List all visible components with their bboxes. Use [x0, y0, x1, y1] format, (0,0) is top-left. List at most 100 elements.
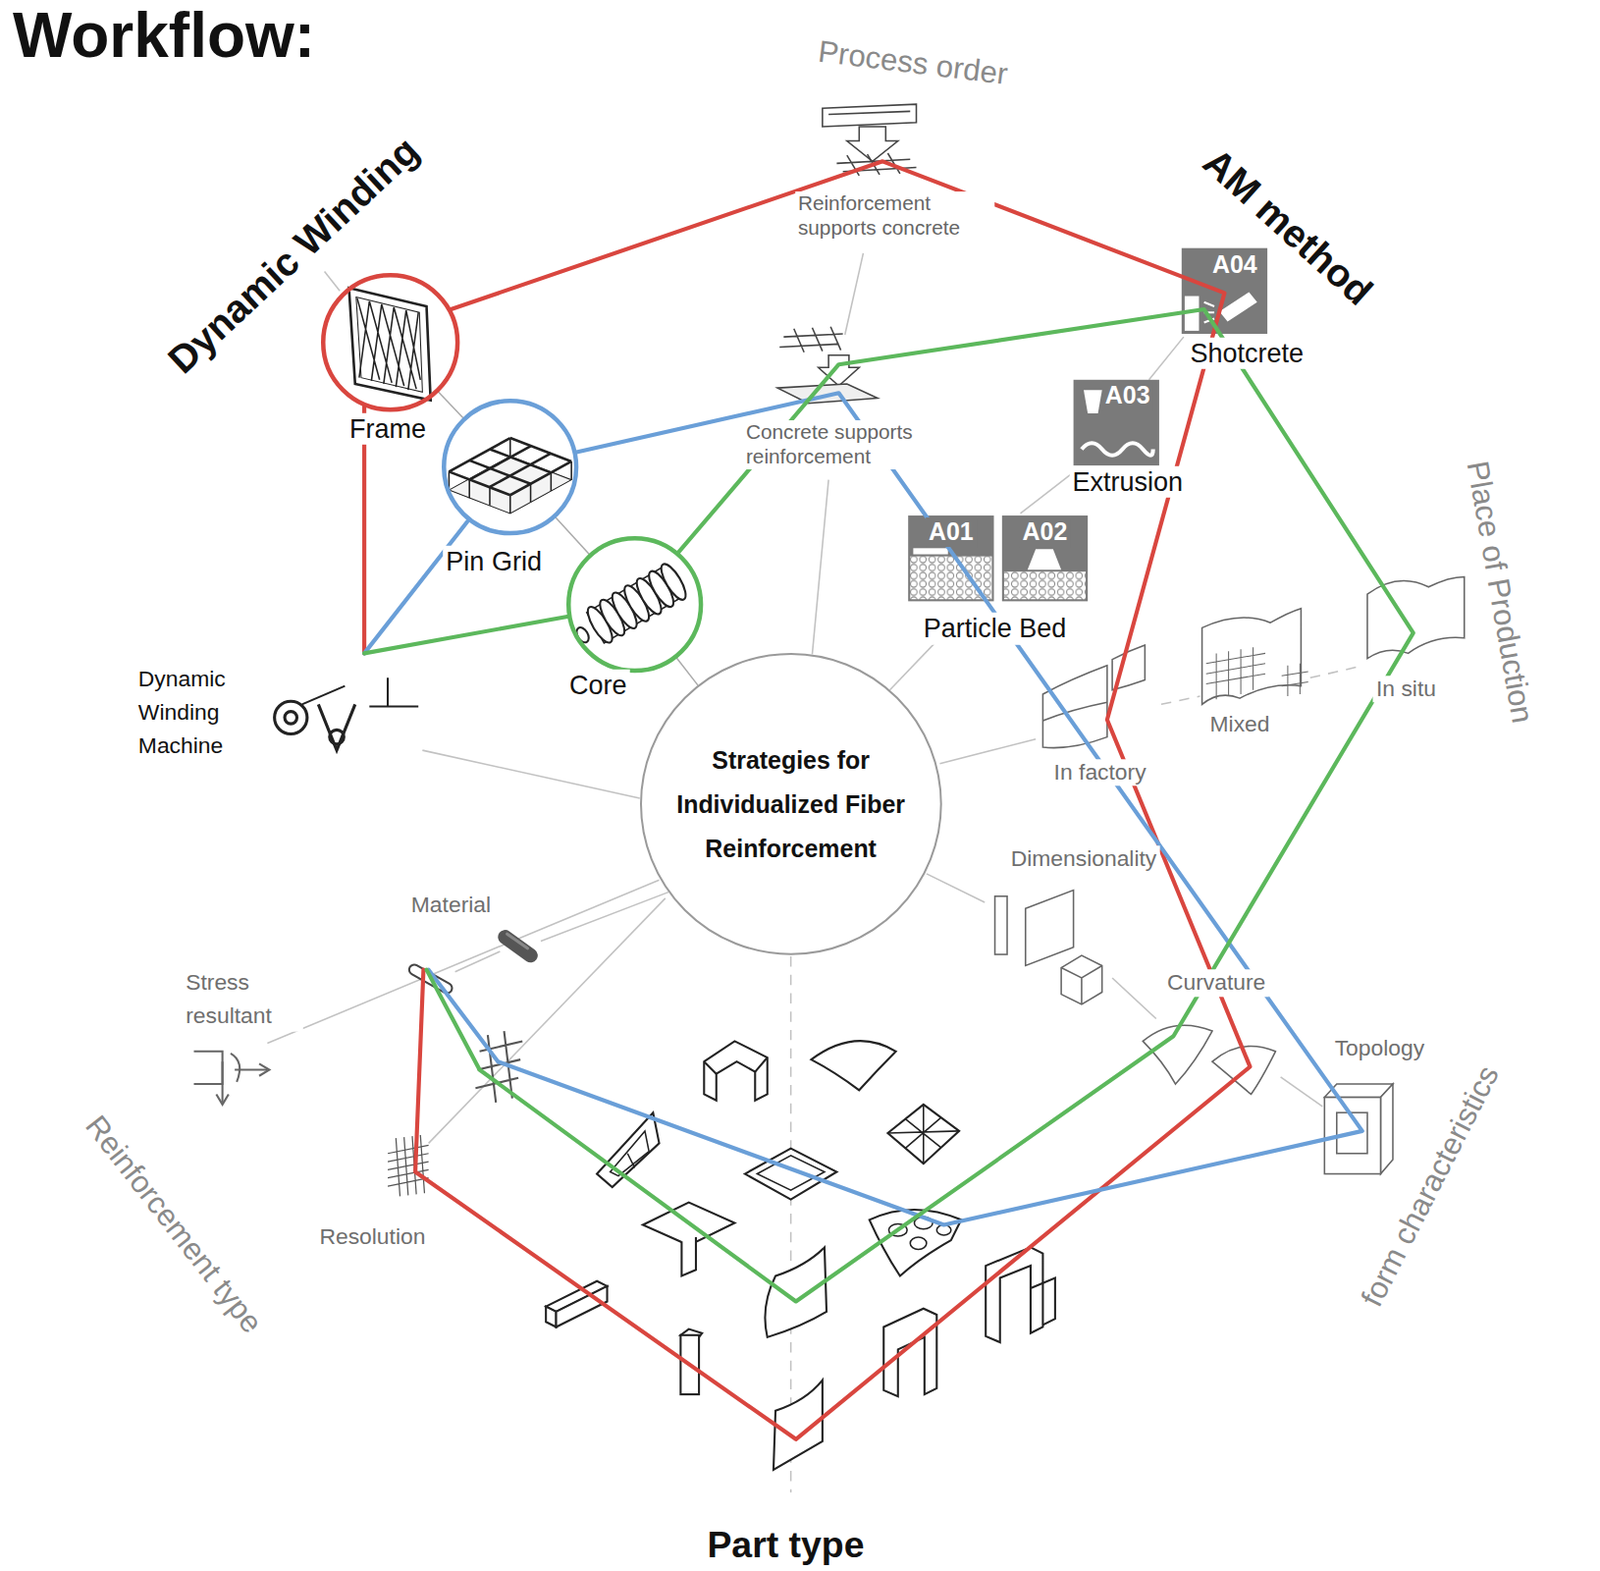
part-type-icons	[887, 1104, 960, 1164]
part-type-icons	[887, 1104, 960, 1164]
resolution-icon	[387, 1134, 429, 1196]
method-label: Particle Bed	[920, 612, 1070, 644]
page-title: Workflow:	[9, 0, 319, 73]
spoke-lines	[845, 253, 864, 335]
part-type-icons	[1030, 1278, 1056, 1326]
frame-icon	[356, 297, 424, 393]
particle-bed-icon	[1002, 515, 1088, 601]
particle-bed-icon	[907, 515, 994, 601]
spoke-lines	[1112, 977, 1157, 1019]
curvature-icon	[1142, 1024, 1213, 1084]
spoke-lines	[428, 898, 666, 1143]
dimensionality-icon	[1025, 890, 1074, 966]
wall-icon	[1281, 663, 1309, 696]
frame-icon	[349, 287, 431, 400]
dimensionality-icon	[995, 890, 1103, 1005]
stress-resultant-icon	[194, 1051, 223, 1084]
method-code: A04	[1209, 250, 1261, 280]
spoke-lines	[1149, 336, 1184, 380]
circle-outline	[443, 401, 577, 534]
option-label: Concrete supports reinforcement	[743, 420, 944, 470]
part-type-icons	[703, 1057, 767, 1074]
method-label: Extrusion	[1068, 465, 1186, 497]
particle-bed-icon	[1002, 515, 1088, 601]
part-type-icons	[681, 1236, 696, 1277]
part-type-icons	[556, 1285, 608, 1328]
spoke-lines	[939, 739, 1036, 764]
option-label: Material	[408, 891, 494, 918]
category-title: Part type	[703, 1521, 867, 1566]
part-type-icons	[764, 1246, 827, 1336]
stress-resultant-icon	[259, 1063, 269, 1075]
wall-icon	[1042, 665, 1107, 748]
part-type-icons	[883, 1308, 937, 1396]
category-title: Dynamic Winding	[157, 125, 431, 386]
wall-icon	[1202, 608, 1309, 705]
spoke-lines	[540, 892, 669, 942]
option-label: Reinforcement supports concrete	[795, 191, 996, 241]
extrusion-icon	[1083, 389, 1103, 414]
axis-title: Place of Production	[1458, 455, 1543, 730]
strategy-lines	[364, 521, 468, 653]
winding-machine-icon	[302, 686, 346, 705]
option-label: Mixed	[1207, 710, 1274, 738]
winding-machine-icon	[329, 729, 345, 745]
option-label: In factory	[1051, 758, 1150, 786]
part-type-icons	[703, 1040, 767, 1100]
wall-icon	[1367, 576, 1465, 658]
strategy-label: Frame	[346, 412, 429, 444]
particle-bed-icon	[1027, 548, 1062, 570]
circle-outline	[640, 653, 942, 955]
option-label: Stress resultant	[182, 963, 303, 1032]
winding-machine-icon	[318, 703, 355, 750]
stress-resultant-icon	[230, 1053, 240, 1082]
circle-outline	[568, 537, 701, 671]
option-label: Curvature	[1164, 968, 1269, 996]
particle-bed-icon	[912, 547, 948, 554]
process-order-icon	[779, 326, 843, 353]
spoke-lines	[324, 271, 341, 292]
topology-icon	[1380, 1083, 1392, 1174]
circle-outline	[323, 274, 459, 410]
extrusion-icon	[1073, 379, 1160, 466]
spoke-lines	[811, 480, 829, 655]
option-label: Topology	[1332, 1034, 1429, 1062]
stress-resultant-icon	[215, 1093, 228, 1104]
dimensionality-icon	[995, 896, 1008, 955]
strategy-lines	[428, 392, 1363, 1225]
frame-icon	[349, 287, 431, 400]
method-code: A01	[925, 517, 977, 547]
spoke-lines	[422, 749, 640, 799]
part-type-icons	[909, 1236, 927, 1249]
winding-machine-icon	[369, 677, 419, 706]
part-type-icons	[545, 1306, 556, 1328]
pin-grid-icon	[448, 437, 572, 514]
stress-resultant-icon	[194, 1051, 270, 1105]
strategy-lines	[364, 616, 568, 653]
strategy-label: Pin Grid	[442, 545, 545, 578]
spoke-lines	[926, 873, 985, 903]
category-title: AM method	[1191, 136, 1385, 317]
stress-resultant-icon	[221, 1061, 224, 1103]
process-order-icon	[828, 110, 910, 114]
process-order-icon	[822, 104, 917, 127]
pin-grid-icon	[448, 437, 572, 514]
option-label: In situ	[1373, 675, 1440, 702]
strategy-lines	[364, 160, 1414, 1440]
axis-title: Reinforcement type	[75, 1106, 272, 1343]
part-type-icons	[596, 1112, 659, 1187]
circle-outline-svg	[441, 398, 579, 535]
winding-machine-icon	[274, 677, 420, 750]
spoke-lines	[266, 253, 1363, 1493]
core-icon	[656, 560, 691, 603]
strategy-lines	[415, 160, 1250, 1440]
strategy-circle: Core	[563, 535, 703, 704]
extrusion-icon	[1081, 442, 1154, 455]
connector-line	[676, 656, 698, 686]
strategy-lines	[426, 309, 1414, 1301]
particle-bed-icon	[1004, 571, 1086, 599]
wall-icon	[1202, 608, 1302, 705]
particle-bed-icon	[907, 515, 994, 601]
spoke-lines	[1280, 1076, 1324, 1107]
